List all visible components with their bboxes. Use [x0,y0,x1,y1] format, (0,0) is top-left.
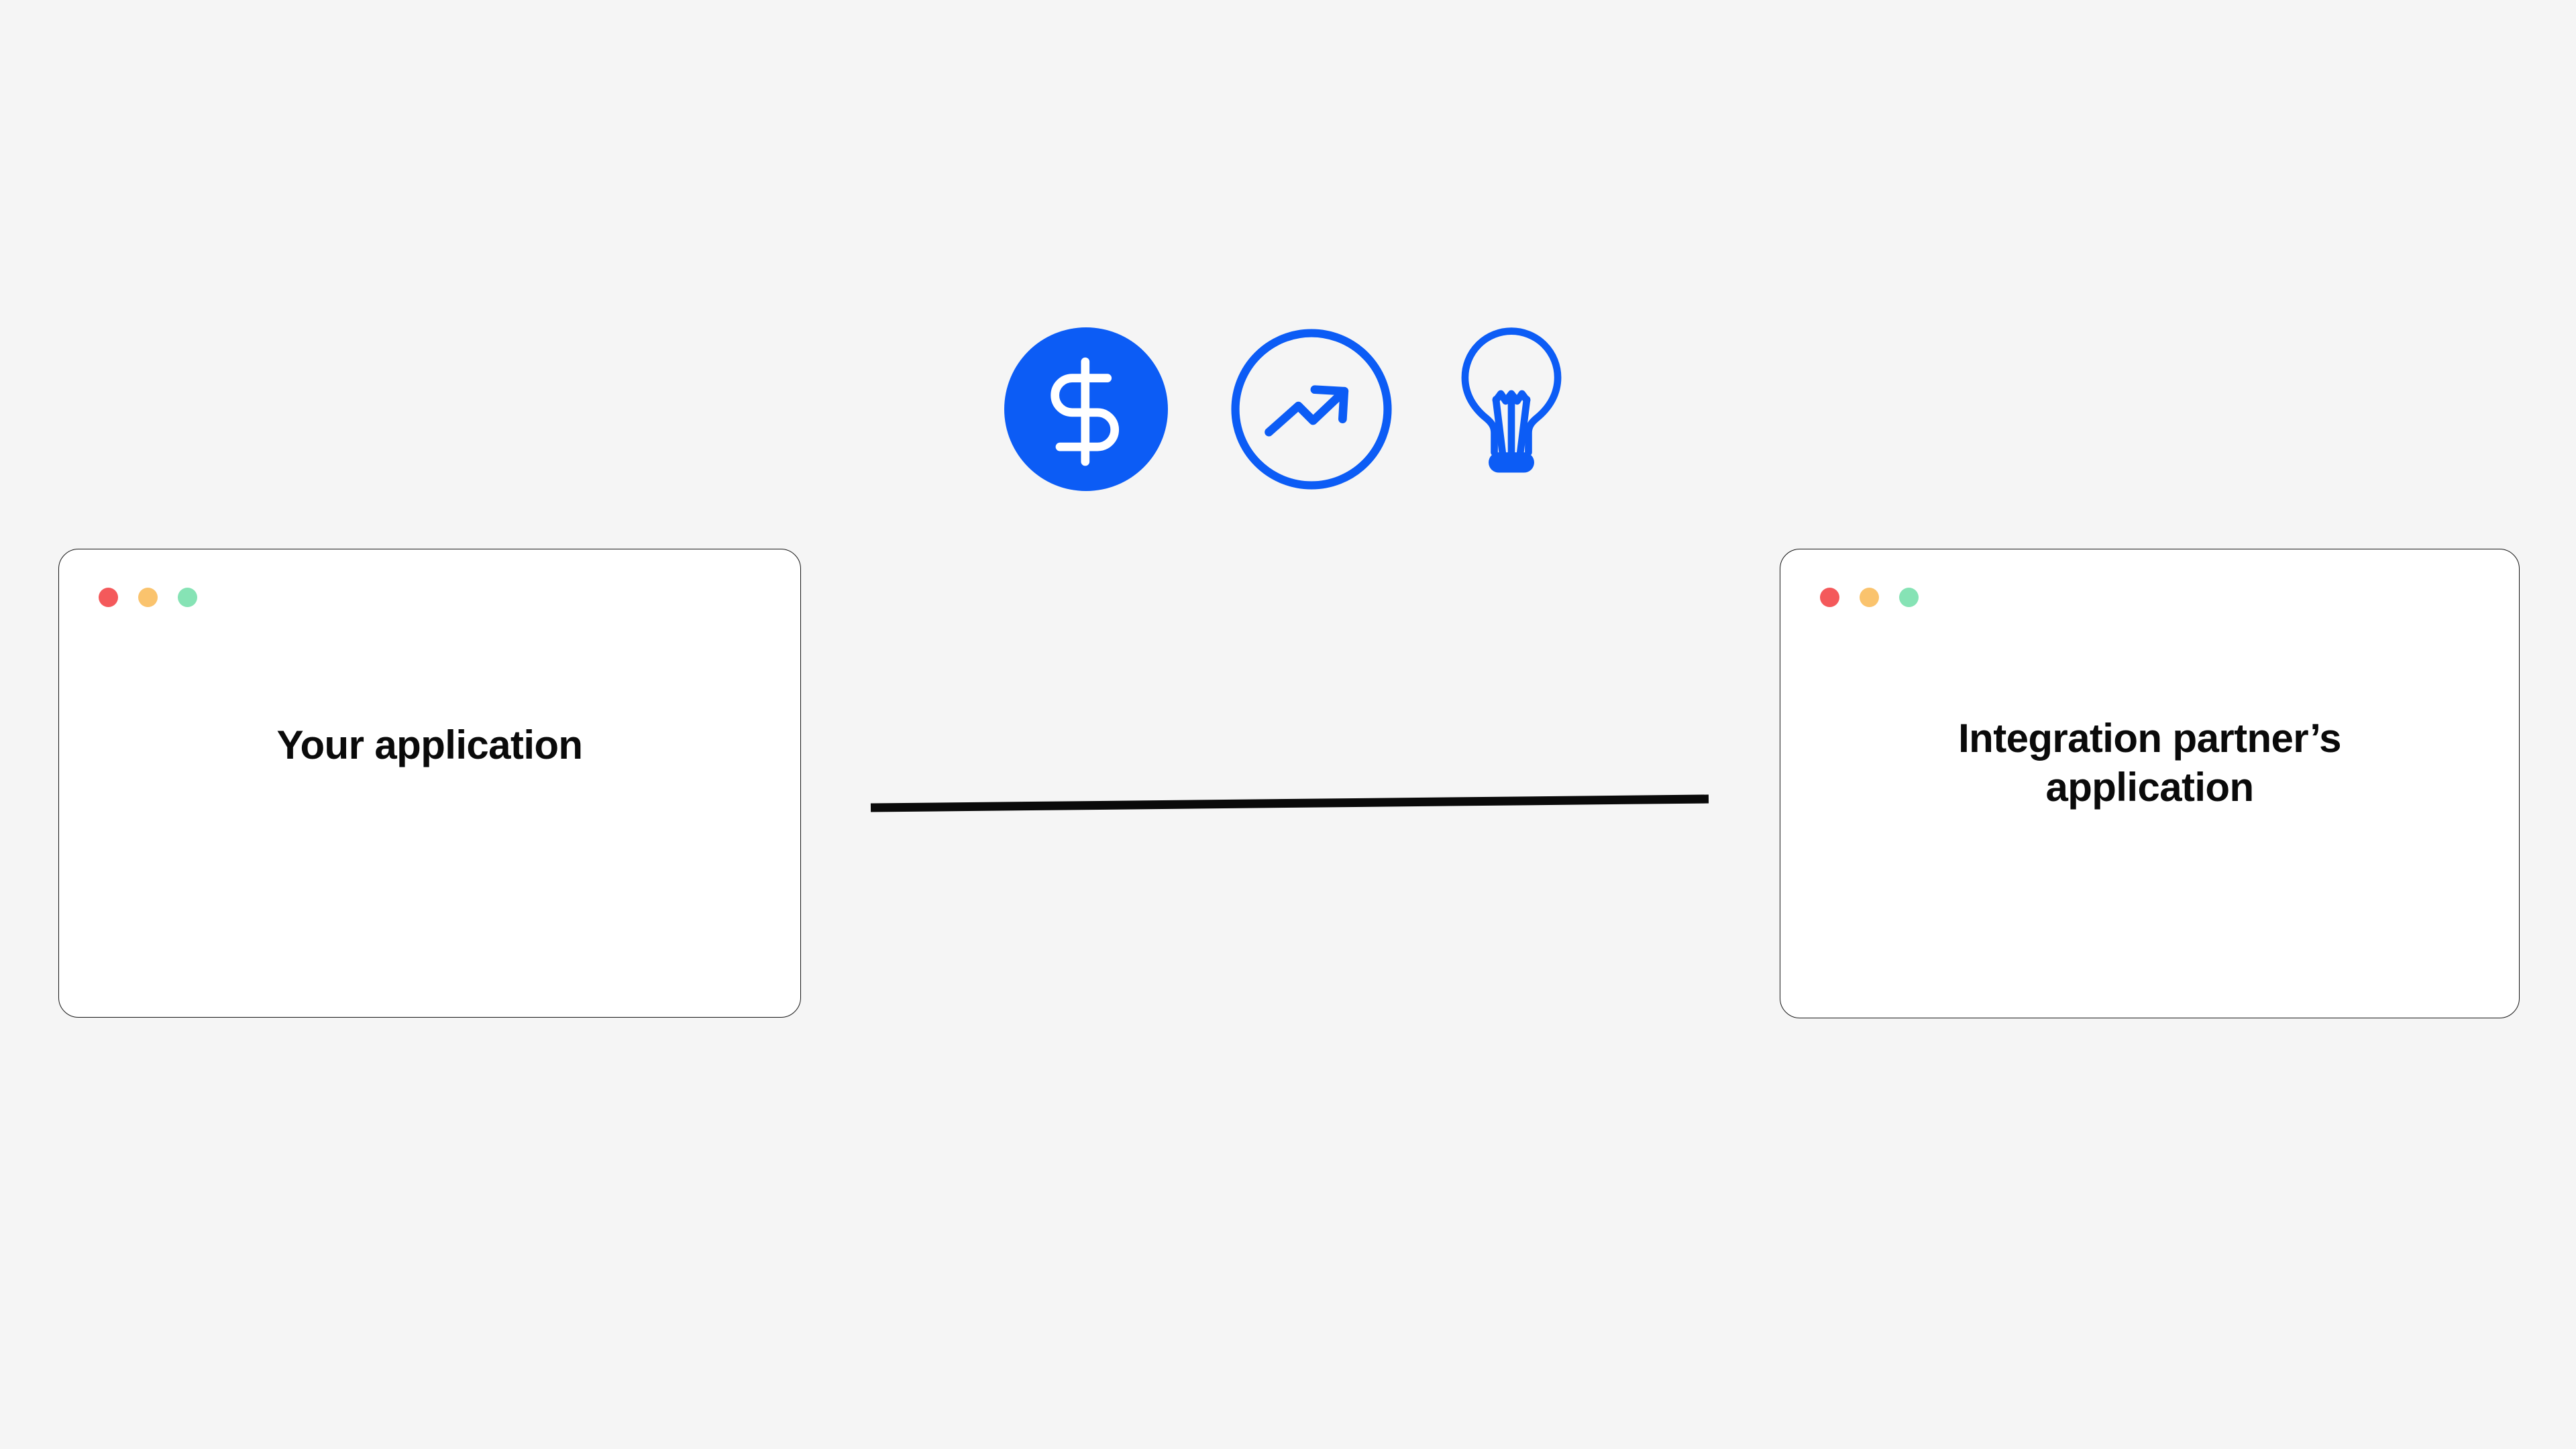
close-dot[interactable] [1820,588,1839,607]
icon-row [1004,327,1562,495]
minimize-dot[interactable] [138,588,158,607]
close-dot[interactable] [99,588,118,607]
lightbulb-icon [1458,327,1565,491]
window-controls-left [99,588,197,607]
integration-partner-application-window[interactable]: Integration partner’s application [1780,549,2520,1018]
your-application-window[interactable]: Your application [58,549,801,1018]
dollar-circle-icon [1004,327,1168,491]
connection-line [870,794,1709,812]
trending-up-circle-icon [1230,327,1393,491]
window-controls-right [1820,588,1919,607]
integration-partner-application-title: Integration partner’s application [1958,716,2341,810]
your-application-title: Your application [276,722,584,767]
minimize-dot[interactable] [1860,588,1879,607]
maximize-dot[interactable] [1899,588,1919,607]
maximize-dot[interactable] [178,588,197,607]
